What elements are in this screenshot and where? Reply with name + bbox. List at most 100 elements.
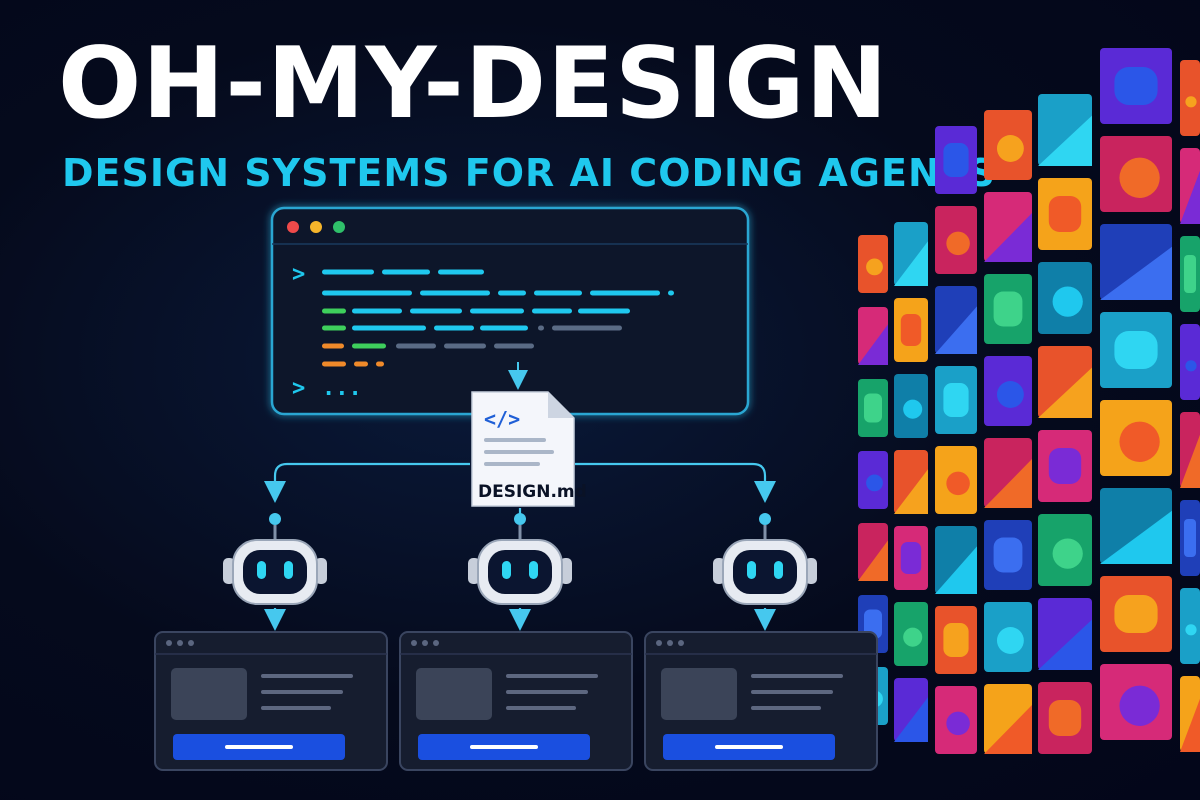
browser-dot	[656, 640, 662, 646]
browser-dot	[667, 640, 673, 646]
code-line-segment	[376, 361, 384, 367]
code-line-segment	[498, 290, 526, 296]
tile-shape	[1048, 196, 1082, 232]
robot-eye-left	[502, 561, 511, 579]
browser-text-line	[751, 674, 843, 678]
tile-shape	[1180, 170, 1200, 224]
design-file-label: DESIGN.md	[478, 482, 587, 502]
tile-shape	[996, 381, 1024, 408]
robot-eye-left	[257, 561, 266, 579]
browser-image-placeholder	[661, 668, 737, 720]
tile-shape	[996, 135, 1024, 162]
terminal-window-icon: > > ...	[270, 206, 750, 416]
tile-shape	[1048, 448, 1082, 484]
code-line-segment	[382, 269, 430, 275]
tile-shape	[993, 537, 1023, 573]
tile-shape	[1185, 624, 1197, 636]
tile-shape	[1100, 510, 1172, 564]
tile-shape	[943, 383, 969, 417]
tile-shape	[1185, 360, 1197, 372]
browser-text-line	[261, 690, 343, 694]
tile-shape	[1038, 115, 1092, 166]
tile-shape	[943, 623, 969, 657]
tile-shape	[1184, 255, 1196, 293]
browser-text-line	[506, 690, 588, 694]
robot-eye-right	[529, 561, 538, 579]
design-tiles-wall	[858, 48, 1200, 754]
tile-shape	[1184, 519, 1196, 557]
browser-dot	[422, 640, 428, 646]
tile-shape	[996, 627, 1024, 654]
tile-shape	[1114, 331, 1158, 369]
tile-shape	[1180, 434, 1200, 488]
tile-shape	[858, 324, 888, 365]
tile-shape	[900, 542, 922, 574]
page-title: OH-MY-DESIGN	[58, 27, 889, 141]
tile-shape	[935, 306, 977, 354]
code-file-icon: </> DESIGN.md	[471, 391, 587, 507]
page-subtitle: DESIGN SYSTEMS FOR AI CODING AGENTS	[62, 151, 997, 195]
code-line-segment	[322, 343, 344, 349]
browser-text-line	[261, 674, 353, 678]
tile-shape	[1038, 367, 1092, 418]
tile-shape	[946, 231, 970, 256]
code-line-segment	[532, 308, 572, 314]
tile-shape	[900, 314, 922, 346]
code-line-segment	[352, 308, 402, 314]
agent-2	[399, 513, 633, 771]
tile-shape	[866, 474, 883, 492]
tile-shape	[1052, 538, 1083, 569]
browser-text-line	[751, 690, 833, 694]
code-line-segment	[470, 308, 524, 314]
tile-shape	[1180, 698, 1200, 752]
robot-face	[243, 550, 307, 594]
browser-dot	[188, 640, 194, 646]
terminal-code-lines	[322, 269, 674, 367]
tile-shape	[894, 469, 928, 514]
code-line-segment	[322, 308, 346, 314]
code-line-segment	[434, 325, 474, 331]
tile-shape	[984, 213, 1032, 262]
robot-eye-right	[774, 561, 783, 579]
code-line-segment	[578, 308, 630, 314]
code-line-segment	[352, 325, 426, 331]
tile-shape	[1185, 96, 1197, 108]
code-line-segment	[590, 290, 660, 296]
agents-group	[154, 513, 878, 771]
code-line-segment	[410, 308, 462, 314]
antenna-tip	[269, 513, 281, 525]
code-line-segment	[322, 290, 412, 296]
terminal-continuation: ...	[322, 376, 362, 401]
tile-shape	[935, 546, 977, 594]
browser-image-placeholder	[171, 668, 247, 720]
browser-text-line	[506, 706, 576, 710]
code-line-segment	[354, 361, 368, 367]
agent-3	[644, 513, 878, 771]
tile-shape	[984, 705, 1032, 754]
tile-shape	[894, 697, 928, 742]
browser-cta-label-line	[470, 745, 538, 749]
robot-eye-right	[284, 561, 293, 579]
code-line-segment	[438, 269, 484, 275]
tile-shape	[864, 393, 882, 423]
browser-text-line	[751, 706, 821, 710]
code-line-segment	[494, 343, 534, 349]
code-symbol: </>	[484, 407, 520, 431]
browser-dot	[166, 640, 172, 646]
tile-shape	[858, 540, 888, 581]
code-line-segment	[420, 290, 490, 296]
browser-image-placeholder	[416, 668, 492, 720]
tile-shape	[903, 627, 923, 647]
tile-shape	[946, 711, 970, 736]
code-line-segment	[352, 343, 386, 349]
tile-shape	[1119, 421, 1160, 462]
tile-shape	[1114, 595, 1158, 633]
code-line-segment	[534, 290, 582, 296]
code-line-segment	[322, 325, 346, 331]
tile-shape	[1052, 286, 1083, 317]
tile-shape	[866, 258, 883, 276]
tile-shape	[943, 143, 969, 177]
robot-eye-left	[747, 561, 756, 579]
tile-shape	[1114, 67, 1158, 105]
